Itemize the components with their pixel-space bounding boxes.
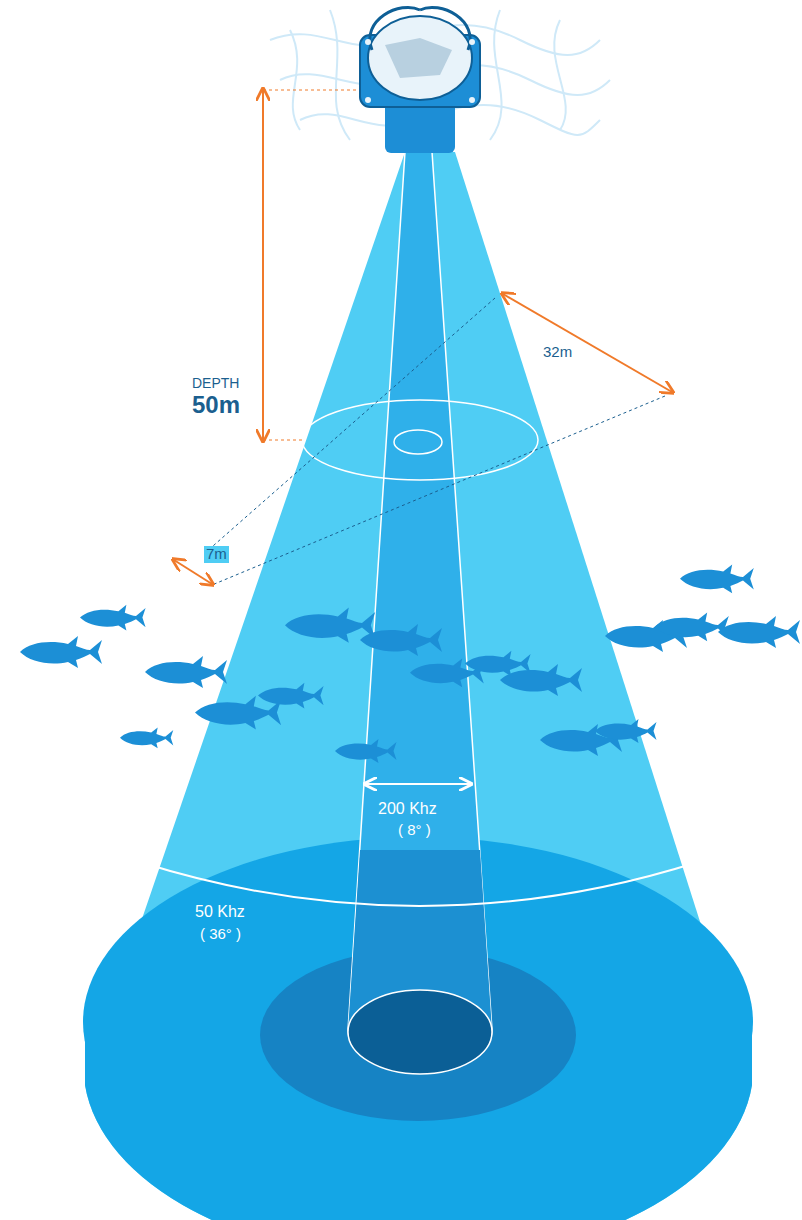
transducer [360,7,480,153]
depth-label: DEPTH [192,376,239,391]
depth-value: 50m [192,392,240,418]
fish [360,624,442,656]
wide-beam [85,152,752,1220]
angle-label: ( 36° ) [200,926,241,943]
frequency-label: 200 Khz [378,800,437,818]
depth-arrow [262,90,264,440]
fish [258,683,324,709]
narrow-beam [348,152,492,1072]
width-arrow-32 [503,294,672,392]
fish [718,616,800,648]
fish [595,719,657,743]
fish [80,605,146,631]
angle-arrow-8 [366,783,470,785]
frequency-label: 50 Khz [195,903,245,921]
fish [335,739,397,763]
fish [120,727,173,748]
angle-label: ( 8° ) [398,822,431,839]
fish [145,656,227,688]
fish-school [20,564,800,763]
fish [655,612,729,641]
fish [680,564,754,593]
fish [20,636,102,668]
fish [285,608,375,643]
fish [500,664,582,696]
width-arrow-7 [174,560,212,584]
depth-section [302,400,538,480]
angle-arrow-36 [140,862,698,906]
dimension-label: 32m [543,344,572,361]
dimension-label: 7m [204,546,229,563]
